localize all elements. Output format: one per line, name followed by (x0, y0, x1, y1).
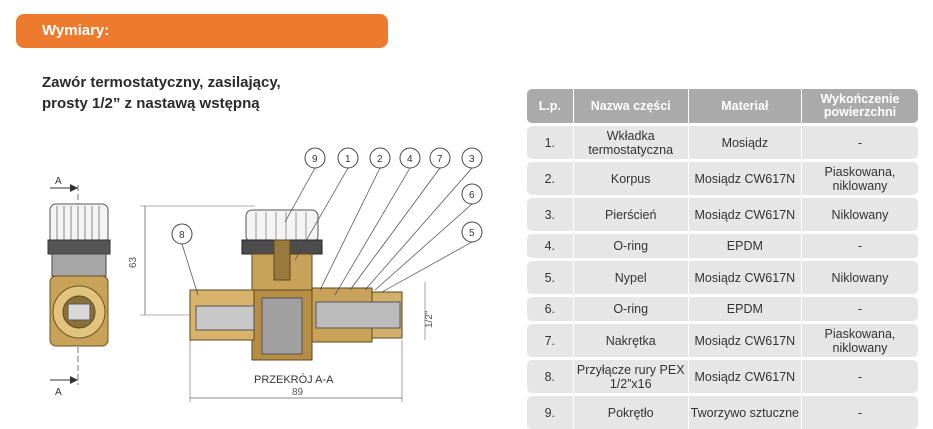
table-row: 7. Nakrętka Mosiądz CW617N Piaskowana, n… (527, 324, 918, 357)
cell-finish: - (857, 405, 863, 420)
callout-5-label: 5 (469, 228, 475, 239)
cell-material: Mosiądz CW617N (689, 261, 802, 294)
table-row: 2. Korpus Mosiądz CW617N Piaskowana, nik… (527, 162, 918, 195)
cell-name: Pierścień (574, 198, 689, 231)
table-row: 6. O-ring EPDM - (527, 297, 918, 321)
table-row: 3. Pierścień Mosiądz CW617N Niklowany (527, 198, 918, 231)
callout-8-label: 8 (179, 230, 185, 241)
cell-material: Tworzywo sztuczne (689, 396, 802, 429)
cell-finish: - (857, 369, 863, 384)
callout-7-label: 7 (437, 154, 443, 165)
product-title-line1: Zawór termostatyczny, zasilający, (42, 74, 281, 91)
cell-lp: 4. (527, 234, 574, 258)
callout-1-label: 1 (345, 154, 351, 165)
callout-9: 9 (284, 147, 326, 223)
cell-lp: 7. (527, 324, 574, 357)
cell-finish: - (857, 239, 863, 253)
cell-material: Mosiądz CW617N (689, 324, 802, 357)
callout-2: 2 (319, 147, 391, 291)
dim-length: 89 (292, 387, 304, 398)
table-row: 9. Pokrętło Tworzywo sztuczne - (527, 396, 918, 429)
valve-side-view: A A (47, 176, 111, 398)
dim-thread: 1/2" (424, 310, 435, 328)
cell-finish: - (857, 135, 863, 150)
dim-height: 63 (128, 256, 139, 268)
parts-table: L.p. Nazwa części Materiał Wykończenie p… (527, 89, 918, 429)
cell-lp: 8. (527, 360, 574, 393)
table-row: 8. Przyłącze rury PEX 1/2”x16 Mosiądz CW… (527, 360, 918, 393)
part-callouts: 9 1 2 4 7 3 6 (171, 147, 483, 296)
cell-finish: Niklowany (831, 270, 889, 285)
callout-2-label: 2 (377, 154, 383, 165)
table-row: 1. Wkładka termostatyczna Mosiądz - (527, 126, 918, 159)
cell-lp: 3. (527, 198, 574, 231)
cell-name: O-ring (574, 234, 689, 258)
cell-lp: 1. (527, 126, 574, 159)
valve-technical-drawing: A A 63 89 1/2" PRZ (47, 147, 483, 402)
cell-finish: - (857, 302, 863, 316)
cell-lp: 9. (527, 396, 574, 429)
header-finish: Wykończenie powierzchni (820, 92, 900, 119)
cell-material: Mosiądz CW617N (689, 162, 802, 195)
callout-4-label: 4 (407, 154, 413, 165)
product-title: Zawór termostatyczny, zasilający, prosty… (42, 72, 342, 114)
valve-section-view: 63 89 1/2" PRZEKRÓJ A-A (128, 205, 435, 402)
cell-finish: Piaskowana, niklowany (824, 326, 896, 355)
cell-name: Korpus (574, 162, 689, 195)
callout-3: 3 (364, 147, 483, 291)
cell-material: Mosiądz CW617N (689, 360, 802, 393)
callout-6: 6 (374, 183, 483, 291)
callout-3-label: 3 (469, 154, 475, 165)
table-header: L.p. Nazwa części Materiał Wykończenie p… (527, 89, 918, 123)
cell-name: Nypel (574, 261, 689, 294)
cell-name: Nakrętka (574, 324, 689, 357)
cell-name: O-ring (574, 297, 689, 321)
cell-material: Mosiądz (689, 126, 802, 159)
section-label: PRZEKRÓJ A-A (254, 373, 334, 386)
cell-material: Mosiądz CW617N (689, 198, 802, 231)
callout-4: 4 (334, 147, 421, 296)
callout-8: 8 (171, 223, 199, 296)
callout-6-label: 6 (469, 190, 475, 201)
cell-lp: 6. (527, 297, 574, 321)
cell-lp: 5. (527, 261, 574, 294)
cell-name: Pokrętło (574, 396, 689, 429)
section-banner: Wymiary: (16, 14, 388, 48)
callout-7: 7 (349, 147, 451, 291)
header-name: Nazwa części (574, 89, 689, 123)
cell-lp: 2. (527, 162, 574, 195)
table-row: 4. O-ring EPDM - (527, 234, 918, 258)
callout-9-label: 9 (312, 154, 318, 165)
cell-name: Przyłącze rury PEX 1/2”x16 (574, 360, 689, 393)
table-row: 5. Nypel Mosiądz CW617N Niklowany (527, 261, 918, 294)
cell-name: Wkładka termostatyczna (574, 126, 689, 159)
header-material: Materiał (689, 89, 802, 123)
product-title-line2: prosty 1/2” z nastawą wstępną (42, 95, 260, 112)
cell-finish: Piaskowana, niklowany (824, 164, 896, 193)
section-marker-top: A (55, 176, 62, 187)
header-lp: L.p. (527, 89, 574, 123)
callout-1: 1 (294, 147, 359, 261)
section-marker-bottom: A (55, 387, 62, 398)
cell-finish: Niklowany (831, 207, 889, 222)
cell-material: EPDM (689, 234, 802, 258)
cell-material: EPDM (689, 297, 802, 321)
callout-5: 5 (381, 221, 483, 293)
